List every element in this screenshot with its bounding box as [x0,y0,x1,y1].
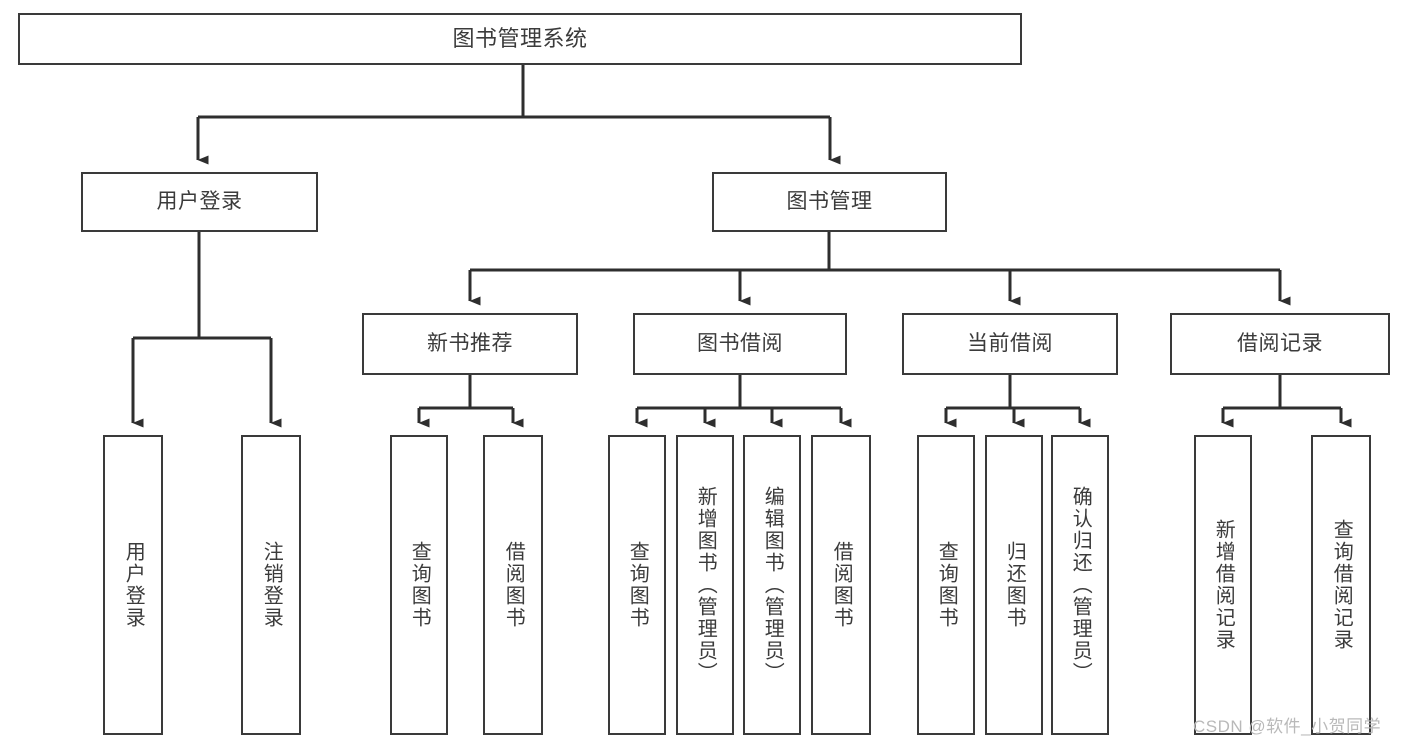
node-label-user-login: 用户登录 [156,190,243,214]
node-leaf-query-book-1[interactable]: 查询图书 [390,435,448,735]
node-label-borrow-record: 借阅记录 [1237,332,1323,356]
node-leaf-add-record[interactable]: 新增借阅记录 [1194,435,1252,735]
node-label-leaf-add-record: 新增借阅记录 [1212,519,1235,651]
node-label-leaf-borrow-book-2: 借阅图书 [830,541,853,629]
node-label-leaf-query-book-1: 查询图书 [408,541,431,629]
node-label-leaf-edit-book: 编辑图书（管理员） [761,486,784,684]
node-label-book-borrow: 图书借阅 [697,332,783,356]
node-user-login[interactable]: 用户登录 [81,172,318,232]
node-label-book-manage: 图书管理 [786,190,873,214]
node-leaf-logout[interactable]: 注销登录 [241,435,301,735]
node-label-leaf-confirm-return: 确认归还（管理员） [1069,486,1092,684]
node-leaf-return-book[interactable]: 归还图书 [985,435,1043,735]
node-borrow-record[interactable]: 借阅记录 [1170,313,1390,375]
node-leaf-confirm-return[interactable]: 确认归还（管理员） [1051,435,1109,735]
node-new-book-rec[interactable]: 新书推荐 [362,313,578,375]
node-label-leaf-borrow-book-1: 借阅图书 [502,541,525,629]
node-label-root: 图书管理系统 [452,25,588,51]
node-label-leaf-user-login: 用户登录 [122,541,145,629]
node-label-leaf-query-record: 查询借阅记录 [1330,519,1353,651]
node-label-leaf-logout: 注销登录 [260,541,283,629]
node-current-borrow[interactable]: 当前借阅 [902,313,1118,375]
node-leaf-edit-book[interactable]: 编辑图书（管理员） [743,435,801,735]
node-leaf-borrow-book-1[interactable]: 借阅图书 [483,435,543,735]
node-leaf-add-book[interactable]: 新增图书（管理员） [676,435,734,735]
node-label-leaf-query-book-2: 查询图书 [626,541,649,629]
node-label-leaf-return-book: 归还图书 [1003,541,1026,629]
node-label-new-book-rec: 新书推荐 [427,332,513,356]
node-leaf-query-record[interactable]: 查询借阅记录 [1311,435,1371,735]
node-leaf-borrow-book-2[interactable]: 借阅图书 [811,435,871,735]
node-label-current-borrow: 当前借阅 [967,332,1053,356]
node-leaf-query-book-2[interactable]: 查询图书 [608,435,666,735]
node-book-borrow[interactable]: 图书借阅 [633,313,847,375]
node-root-system[interactable]: 图书管理系统 [18,13,1022,65]
node-book-manage[interactable]: 图书管理 [712,172,947,232]
node-label-leaf-add-book: 新增图书（管理员） [694,486,717,684]
node-label-leaf-query-book-3: 查询图书 [935,541,958,629]
node-leaf-query-book-3[interactable]: 查询图书 [917,435,975,735]
node-leaf-user-login[interactable]: 用户登录 [103,435,163,735]
